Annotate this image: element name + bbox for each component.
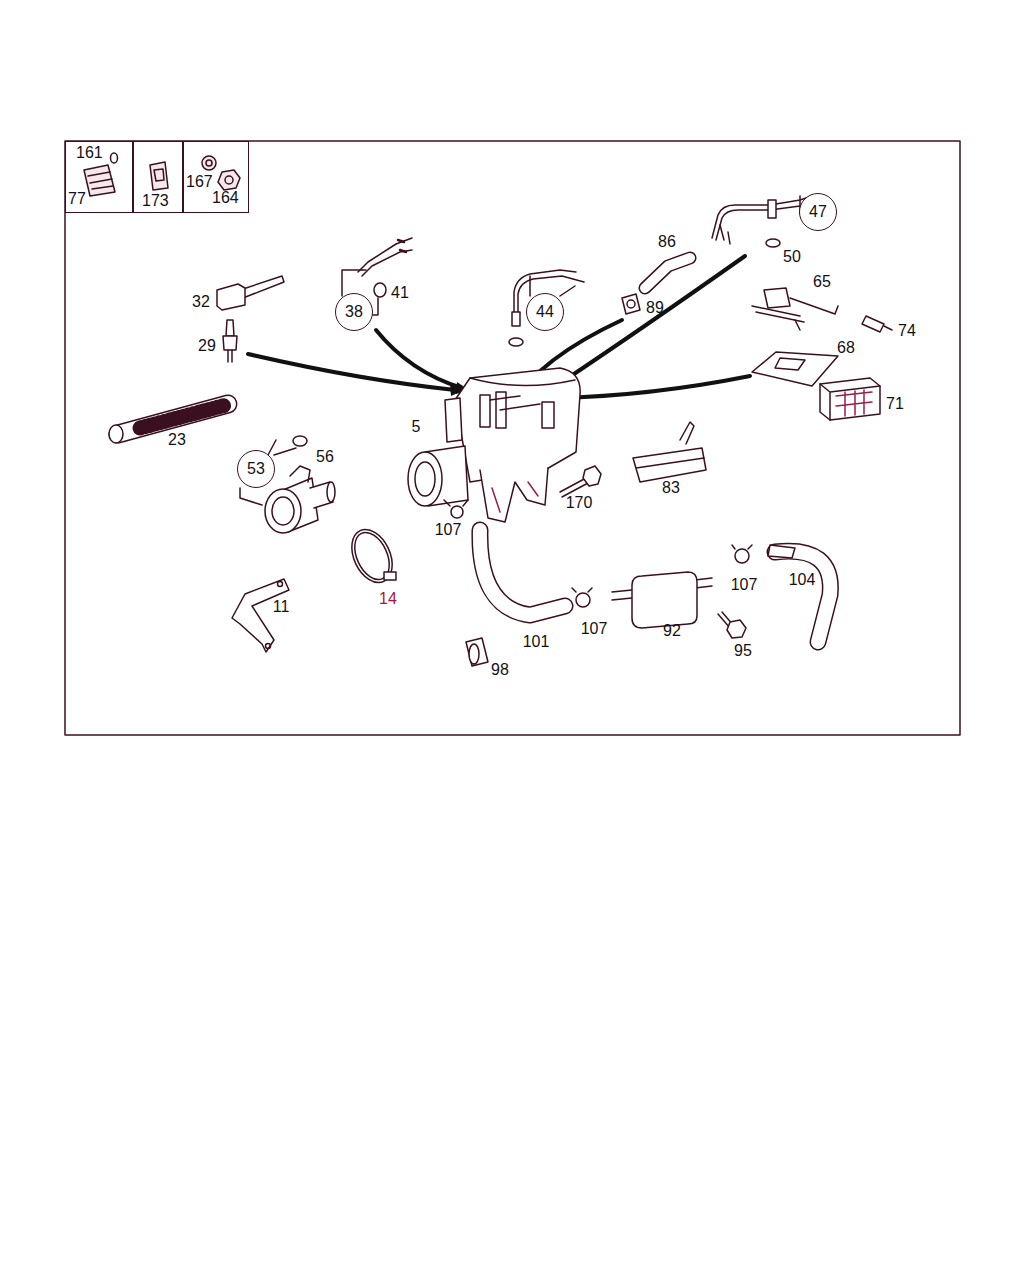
callout-number: 11 xyxy=(272,598,291,615)
callout-number: 107 xyxy=(580,620,609,637)
plug xyxy=(862,316,892,332)
callout-number: 5 xyxy=(411,418,422,435)
callout-number: 41 xyxy=(390,284,410,301)
callout-number: 107 xyxy=(730,576,759,593)
wire-harness xyxy=(509,270,584,346)
label-anchor: 107 xyxy=(580,620,609,638)
label-anchor: 56 xyxy=(315,448,335,466)
label-anchor: 107 xyxy=(434,521,463,539)
label-anchor: 74 xyxy=(897,322,917,340)
callout-number: 32 xyxy=(191,293,211,310)
callout-number: 23 xyxy=(167,431,187,448)
callout-number: 38 xyxy=(345,303,363,321)
hose xyxy=(645,258,690,288)
label-anchor: 107 xyxy=(730,576,759,594)
label-anchor: 14 xyxy=(378,590,398,608)
label-anchor: 92 xyxy=(662,622,682,640)
label-anchor: 101 xyxy=(522,633,551,651)
bolt xyxy=(560,466,601,497)
label-anchor: 68 xyxy=(836,339,856,357)
label-anchor: 65 xyxy=(812,273,832,291)
label-anchor: 11 xyxy=(272,598,291,616)
frame xyxy=(65,141,960,735)
connector-block xyxy=(820,378,880,420)
sensor-housing xyxy=(217,276,284,310)
bolt xyxy=(718,612,746,638)
callout-circle: 53 xyxy=(237,450,275,488)
mounting-plate xyxy=(752,352,838,386)
callout-number: 89 xyxy=(645,299,665,316)
callout-number: 83 xyxy=(661,479,681,496)
label-anchor: 23 xyxy=(167,431,187,449)
callout-number: 29 xyxy=(197,337,217,354)
callout-number: 92 xyxy=(662,622,682,639)
callout-number: 98 xyxy=(490,661,510,678)
label-anchor: 32 xyxy=(191,293,211,311)
label-anchor: 29 xyxy=(197,337,217,355)
inset-box: 167164 xyxy=(183,141,249,213)
callout-number: 44 xyxy=(536,303,554,321)
callout-number: 161 xyxy=(76,144,103,162)
callout-number: 167 xyxy=(186,173,213,191)
label-anchor: 71 xyxy=(885,395,905,413)
heater-body xyxy=(408,368,580,522)
callout-number: 71 xyxy=(885,395,905,412)
callout-number: 95 xyxy=(733,642,753,659)
callout-number: 170 xyxy=(565,494,594,511)
callout-number: 50 xyxy=(782,248,802,265)
callout-number: 101 xyxy=(522,633,551,650)
label-anchor: 89 xyxy=(645,299,665,317)
label-anchor: 86 xyxy=(657,233,677,251)
label-anchor: 41 xyxy=(390,284,410,302)
callout-number: 164 xyxy=(212,189,239,207)
callout-number: 104 xyxy=(788,571,817,588)
callout-number: 47 xyxy=(809,203,827,221)
label-anchor: 98 xyxy=(490,661,510,679)
hose-clamp xyxy=(444,500,468,518)
glow-plug xyxy=(223,320,237,362)
inset-box: 161 77 xyxy=(65,141,133,213)
hose xyxy=(480,530,565,615)
callout-number: 53 xyxy=(247,460,265,478)
callout-circle: 47 xyxy=(799,193,837,231)
callout-number: 77 xyxy=(68,190,86,208)
relay-unit xyxy=(752,288,838,330)
callout-number: 65 xyxy=(812,273,832,290)
callout-number: 86 xyxy=(657,233,677,250)
callout-number: 173 xyxy=(142,192,169,210)
callout-number: 14 xyxy=(378,590,398,607)
callout-number: 107 xyxy=(434,521,463,538)
fitting xyxy=(622,294,640,314)
label-anchor: 50 xyxy=(782,248,802,266)
band-clamp xyxy=(344,523,400,589)
flange xyxy=(466,638,488,666)
bracket xyxy=(232,579,289,652)
heat-shield xyxy=(633,422,706,482)
callout-number: 74 xyxy=(897,322,917,339)
exhaust-pipe xyxy=(768,545,830,642)
label-anchor: 104 xyxy=(788,571,817,589)
label-anchor: 170 xyxy=(565,494,594,512)
label-anchor: 95 xyxy=(733,642,753,660)
inset-box: 173 xyxy=(133,141,183,213)
callout-number: 56 xyxy=(315,448,335,465)
label-anchor: 5 xyxy=(411,418,422,436)
callout-number: 68 xyxy=(836,339,856,356)
label-anchor: 83 xyxy=(661,479,681,497)
callout-circle: 44 xyxy=(526,293,564,331)
muffler xyxy=(612,572,712,628)
callout-circle: 38 xyxy=(335,293,373,331)
